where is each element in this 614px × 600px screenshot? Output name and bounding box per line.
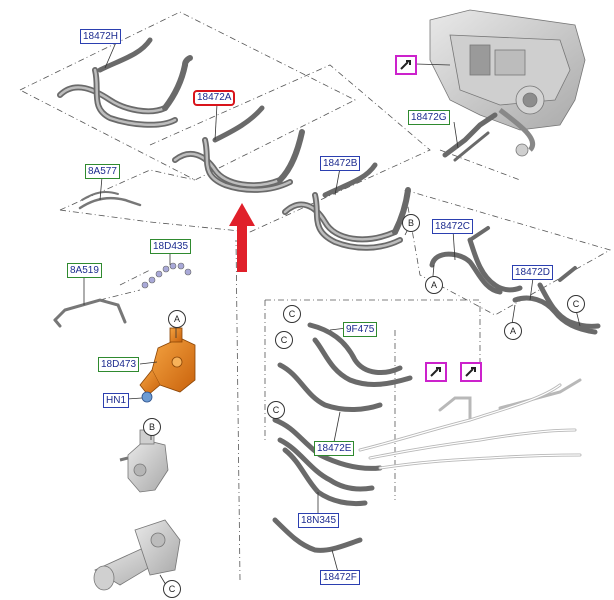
callout-a: A (168, 310, 186, 328)
hose-18472D (512, 266, 601, 335)
dashed-frames (19, 11, 612, 581)
direction-arrow (229, 203, 255, 272)
part-label-18472F: 18472F (320, 570, 360, 585)
callout-c: C (567, 295, 585, 313)
part-label-18D473: 18D473 (98, 357, 140, 372)
callout-b: B (402, 214, 420, 232)
callout-b: B (143, 418, 161, 436)
part-label-HN1: HN1 (103, 393, 130, 408)
callout-c: C (283, 305, 301, 323)
part-label-18472D: 18472D (512, 265, 554, 280)
callout-a: A (425, 276, 443, 294)
part-8A519 (53, 298, 127, 328)
part-label-18472C: 18472C (432, 219, 474, 234)
tool-reference-icon (460, 362, 482, 382)
part-18D435 (141, 262, 192, 289)
callout-c: C (267, 401, 285, 419)
leader-lines (83, 39, 581, 586)
tool-reference-icon (425, 362, 447, 382)
part-18D473 (139, 327, 196, 396)
part-label-18472A: 18472A (193, 90, 236, 106)
part-8A577 (78, 191, 142, 210)
callout-c: C (275, 331, 293, 349)
hvac-housing (429, 9, 586, 157)
hose-bundle-lower (272, 322, 413, 553)
piping-outline-right-inner (359, 384, 581, 469)
part-label-18472G: 18472G (408, 110, 450, 125)
part-label-18N345: 18N345 (298, 513, 340, 528)
hose-18472B (282, 162, 411, 251)
part-label-18D435: 18D435 (150, 239, 192, 254)
part-HN1 (141, 391, 153, 403)
callout-a: A (504, 322, 522, 340)
part-label-8A519: 8A519 (67, 263, 102, 278)
callout-c: C (163, 580, 181, 598)
hose-18472C (429, 226, 523, 295)
valve-assembly-b (119, 429, 169, 493)
hose-18472A (172, 105, 305, 193)
hose-18472G (442, 112, 498, 162)
pump-assembly-c (93, 519, 181, 591)
part-label-9F475: 9F475 (343, 322, 378, 337)
part-label-18472E: 18472E (314, 441, 355, 456)
tool-reference-icon (395, 55, 417, 75)
part-label-8A577: 8A577 (85, 164, 120, 179)
part-label-18472B: 18472B (320, 156, 361, 171)
part-label-18472H: 18472H (80, 29, 122, 44)
hose-18472H (57, 37, 193, 128)
